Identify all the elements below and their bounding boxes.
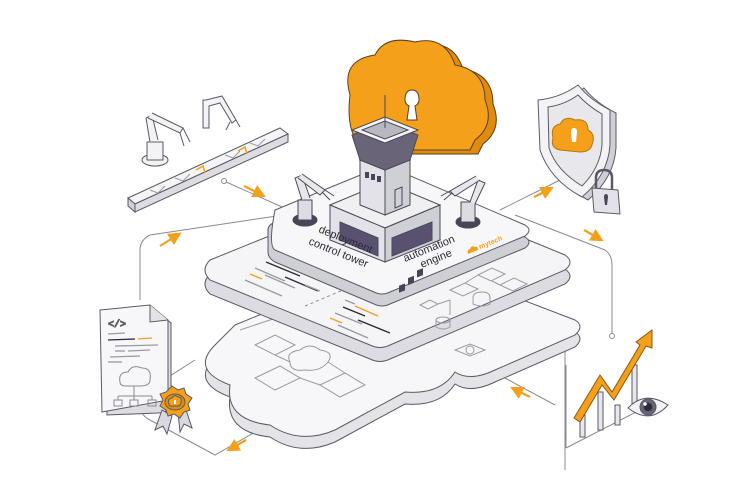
flow-arrows — [159, 185, 604, 452]
flowchart-icon — [418, 267, 529, 330]
connector-dot — [221, 178, 227, 184]
vent-slots — [399, 268, 423, 293]
padlock-icon — [591, 168, 621, 215]
growth-chart-icon — [565, 329, 653, 449]
control-tower-icon — [328, 95, 442, 263]
robot-arm-left — [292, 173, 335, 227]
robot-arm-right — [440, 175, 486, 229]
code-lines-right — [329, 299, 391, 339]
shield-cloud-lock-icon — [537, 84, 617, 201]
robot-arm-icon — [141, 95, 241, 167]
cloud-network-icon — [113, 366, 157, 407]
screen-right — [391, 221, 433, 257]
code-tag: </> — [108, 319, 126, 331]
screen-left — [339, 221, 379, 257]
conveyor-belt-icon — [127, 127, 289, 214]
certificate-badge-icon — [154, 385, 193, 436]
code-document-icon: </> — [99, 304, 172, 416]
eye-icon — [627, 397, 669, 417]
connector-dot — [609, 333, 615, 339]
database-icon — [435, 316, 451, 330]
